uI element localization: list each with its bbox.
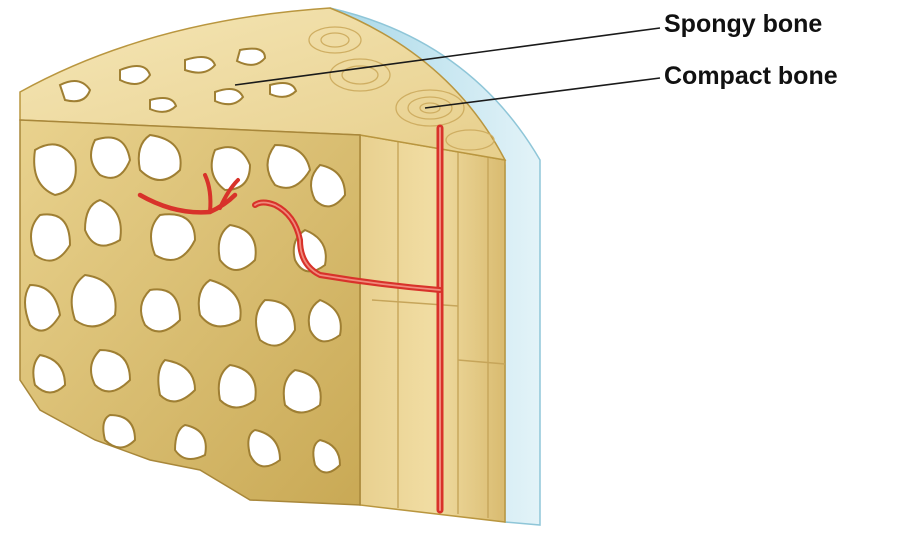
compact-bone-label: Compact bone [664,64,838,89]
compact-bone-region [360,135,505,522]
spongy-bone-label: Spongy bone [664,12,822,37]
